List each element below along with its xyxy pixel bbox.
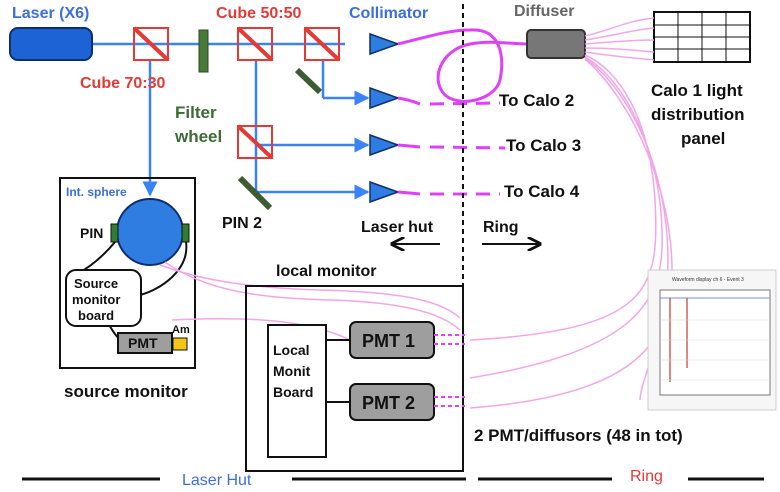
lmb-label-1: Local — [273, 342, 310, 358]
to-calo2-label: To Calo 2 — [499, 91, 574, 110]
calo1-panel — [653, 11, 751, 63]
ring-label: Ring — [483, 219, 519, 236]
pmt1 — [349, 321, 435, 359]
laser-hut-label: Laser hut — [361, 219, 434, 236]
lmb-label-3: Board — [273, 384, 313, 400]
cube-70-30 — [132, 26, 170, 62]
pmt2 — [349, 383, 435, 421]
fibers-to-calos — [397, 28, 528, 196]
am-source — [172, 337, 188, 351]
local-monitor-box — [245, 285, 464, 472]
calo1-label-3: panel — [681, 129, 725, 148]
collimator-4 — [369, 180, 401, 204]
mirror-1 — [294, 67, 323, 95]
calo1-label-2: distribution — [651, 105, 744, 124]
collimator-1 — [369, 32, 401, 56]
local-monit-board — [267, 324, 327, 458]
collimator-label: Collimator — [349, 5, 428, 22]
source-monitor-board — [65, 269, 142, 327]
pin-diode-right — [181, 223, 190, 243]
mirror-pin2 — [237, 175, 273, 211]
pmt-fiber-stubs — [434, 334, 465, 407]
smb-label-3: board — [78, 308, 114, 323]
beam-lines — [92, 42, 370, 200]
source-pmt — [117, 332, 173, 354]
collimator-3 — [369, 133, 401, 157]
diffuser-label: Diffuser — [514, 3, 574, 20]
laser-body — [9, 27, 93, 61]
bottom-ring-label: Ring — [630, 468, 663, 485]
pmt1-label: PMT 1 — [362, 331, 415, 351]
local-monitor-label: local monitor — [276, 263, 376, 280]
lmb-label-2: Monit — [273, 363, 311, 379]
am-label: Am — [172, 324, 190, 336]
pin2-label: PIN 2 — [222, 215, 262, 232]
smb-label-1: Source — [74, 276, 118, 291]
filter-wheel — [198, 29, 209, 73]
source-monitor-label: source monitor — [64, 382, 188, 401]
to-calo3-label: To Calo 3 — [506, 136, 581, 155]
waveform-thumbnail: Waveform display ch 6 - Event 3 — [647, 269, 777, 411]
diffuser — [526, 29, 586, 59]
cube-50-50-label: Cube 50:50 — [216, 5, 301, 22]
source-monitor-box — [59, 177, 196, 369]
pmt-diffusors-label: 2 PMT/diffusors (48 in tot) — [474, 426, 683, 445]
integrating-sphere — [116, 198, 184, 266]
source-pmt-label: PMT — [128, 335, 158, 351]
laser-label: Laser (X6) — [12, 5, 89, 22]
cube-50-50-a — [236, 26, 274, 62]
calo1-label-1: Calo 1 light — [651, 81, 743, 100]
collimators — [369, 32, 401, 204]
filter-label-2: wheel — [174, 127, 222, 146]
int-sphere-label: Int. sphere — [66, 185, 127, 199]
fibers-source-to-local — [159, 261, 461, 341]
cube-70-30-label: Cube 70:30 — [80, 75, 165, 92]
pmt2-label: PMT 2 — [362, 393, 415, 413]
cube-50-50-c — [236, 124, 274, 160]
cube-50-50-b — [303, 26, 341, 62]
collimator-2 — [369, 86, 401, 110]
smb-label-2: monitor — [72, 292, 120, 307]
pin-diode-left — [110, 223, 119, 243]
bottom-laser-hut-label: Laser Hut — [182, 472, 252, 489]
waveform-title: Waveform display ch 6 - Event 3 — [672, 277, 744, 283]
to-calo4-label: To Calo 4 — [504, 182, 580, 201]
fibers-diffuser — [469, 17, 673, 409]
filter-label-1: Filter — [175, 103, 217, 122]
pin-label: PIN — [80, 225, 103, 241]
